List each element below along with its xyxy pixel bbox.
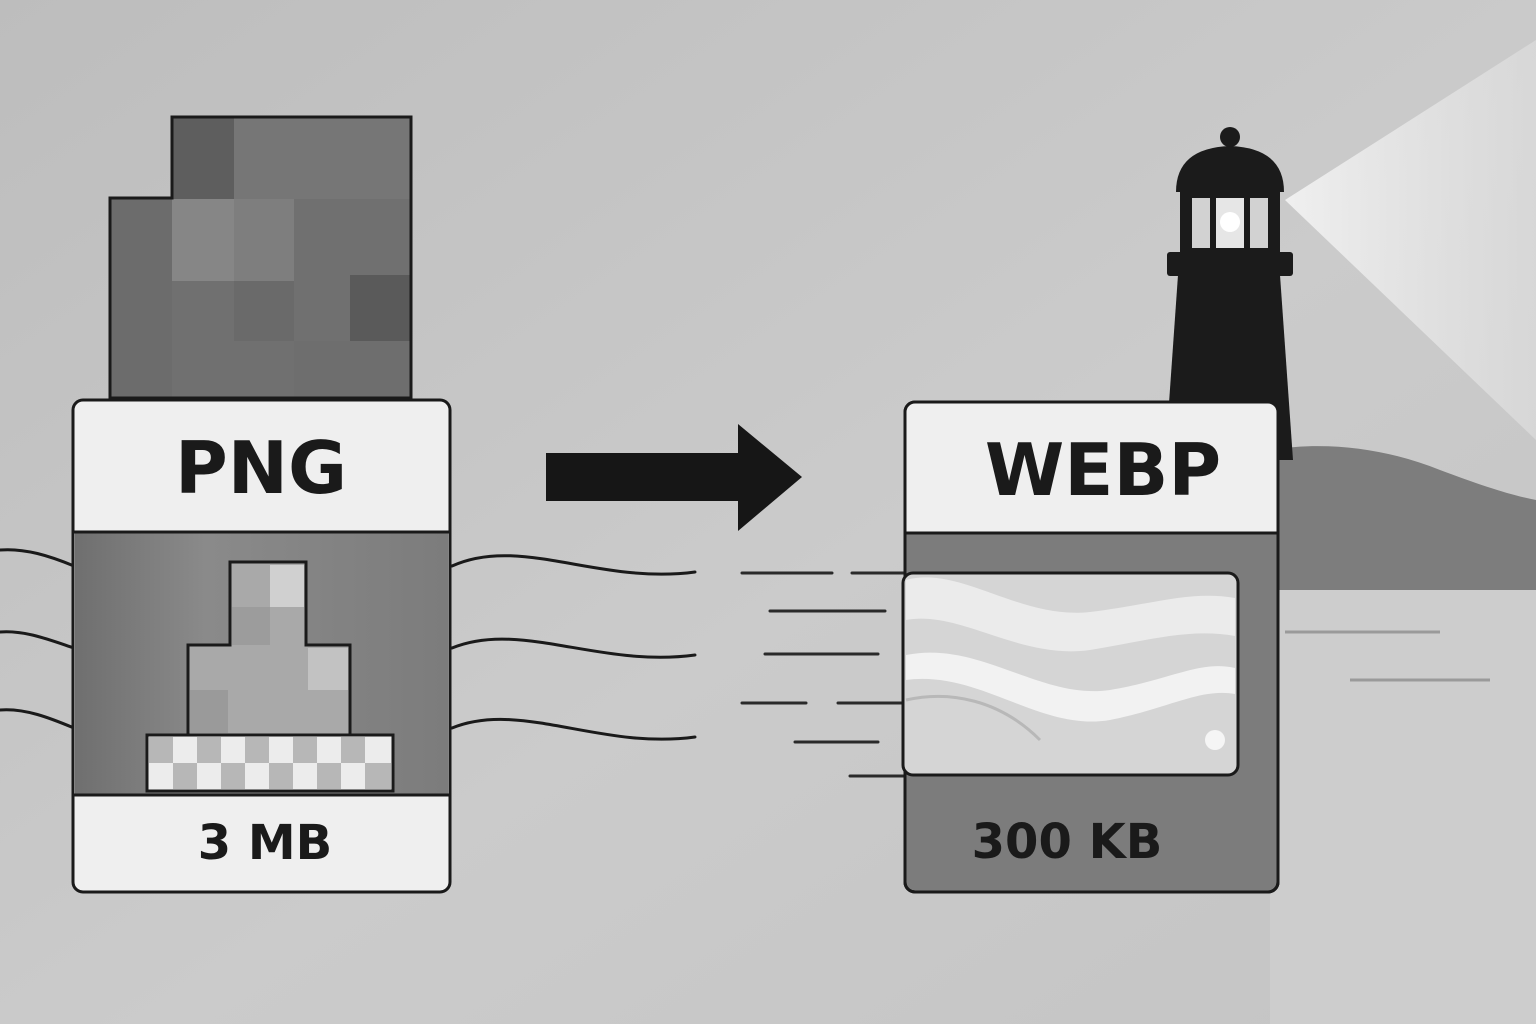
pixelated-image-icon — [108, 115, 413, 400]
wave-lines-left — [0, 548, 76, 730]
checkerboard-icon — [145, 733, 395, 793]
png-format-label: PNG — [175, 426, 347, 510]
sea — [1270, 590, 1536, 1024]
webp-size-label: 300 KB — [972, 814, 1163, 870]
webp-card: WEBP 300 KB — [901, 400, 1280, 894]
light-beam — [1285, 40, 1536, 440]
png-size-label: 3 MB — [198, 815, 332, 871]
hill — [1270, 446, 1536, 592]
wave-lines-right — [450, 554, 697, 741]
speed-lines — [740, 571, 908, 778]
webp-image-preview — [901, 571, 1240, 777]
webp-format-label: WEBP — [985, 428, 1221, 512]
png-card: PNG 3 MB — [71, 398, 452, 894]
arrow-right-icon — [546, 424, 802, 531]
